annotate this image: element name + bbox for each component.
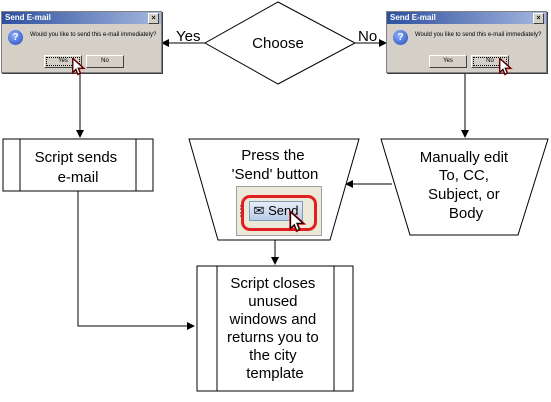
manual-edit-line-1: Manually edit [420, 149, 509, 166]
question-icon: ? [8, 30, 23, 45]
svg-text:Script closes unused w: Script closes unused windows and returns… [227, 275, 323, 382]
decision-diamond [203, 1, 357, 85]
decision-label: Choose [252, 35, 304, 52]
dialog-message: Would you like to send this e-mail immed… [415, 32, 542, 38]
send-icon: ✉ [253, 203, 265, 218]
svg-text:Manually edit To, CC,: Manually edit To, CC, Subject, or Body [420, 149, 513, 222]
press-send-line-1: Press the [241, 147, 304, 164]
svg-text:Press the 'Send' button: Press the 'Send' button [232, 147, 319, 183]
send-email-dialog-no: Send E-mail × ? Would you like to send t… [386, 11, 547, 76]
yes-label: Yes [176, 28, 200, 45]
no-button[interactable]: No [86, 55, 124, 68]
script-sends-line-1: Script sends [35, 149, 118, 166]
cursor-icon [289, 211, 307, 233]
manual-edit-line-4: Body [449, 205, 484, 222]
script-closes-box [196, 265, 354, 392]
sends-to-closes-connector [77, 191, 195, 330]
send-email-dialog-yes: Send E-mail × ? Would you like to send t… [1, 11, 162, 76]
dialog-title: Send E-mail × [387, 12, 546, 24]
svg-text:Script sends e-mail: Script sends e-mail [35, 149, 122, 186]
script-sends-box [2, 138, 154, 192]
manual-edit-shape [380, 138, 549, 236]
manual-edit-line-3: Subject, or [428, 186, 500, 203]
script-closes-line-2: unused [248, 293, 297, 310]
close-icon[interactable]: × [533, 13, 544, 24]
manual-edit-line-2: To, CC, [439, 167, 489, 184]
cursor-icon [72, 58, 86, 76]
script-closes-line-1: Script closes [230, 275, 315, 292]
question-icon: ? [393, 30, 408, 45]
highlight-ring [241, 195, 317, 231]
yes-button[interactable]: Yes [429, 55, 467, 68]
script-sends-line-2: e-mail [58, 169, 99, 186]
script-closes-line-5: the city [249, 347, 297, 364]
press-send-line-2: 'Send' button [232, 166, 319, 183]
script-closes-line-6: template [246, 365, 304, 382]
dialog-title: Send E-mail × [2, 12, 161, 24]
script-closes-line-4: returns you to [227, 329, 319, 346]
script-closes-line-3: windows and [229, 311, 317, 328]
cursor-icon [499, 58, 513, 76]
close-icon[interactable]: × [148, 13, 159, 24]
no-label: No [358, 28, 377, 45]
send-button-screenshot: ✉ Send [236, 186, 322, 236]
dialog-message: Would you like to send this e-mail immed… [30, 32, 157, 38]
